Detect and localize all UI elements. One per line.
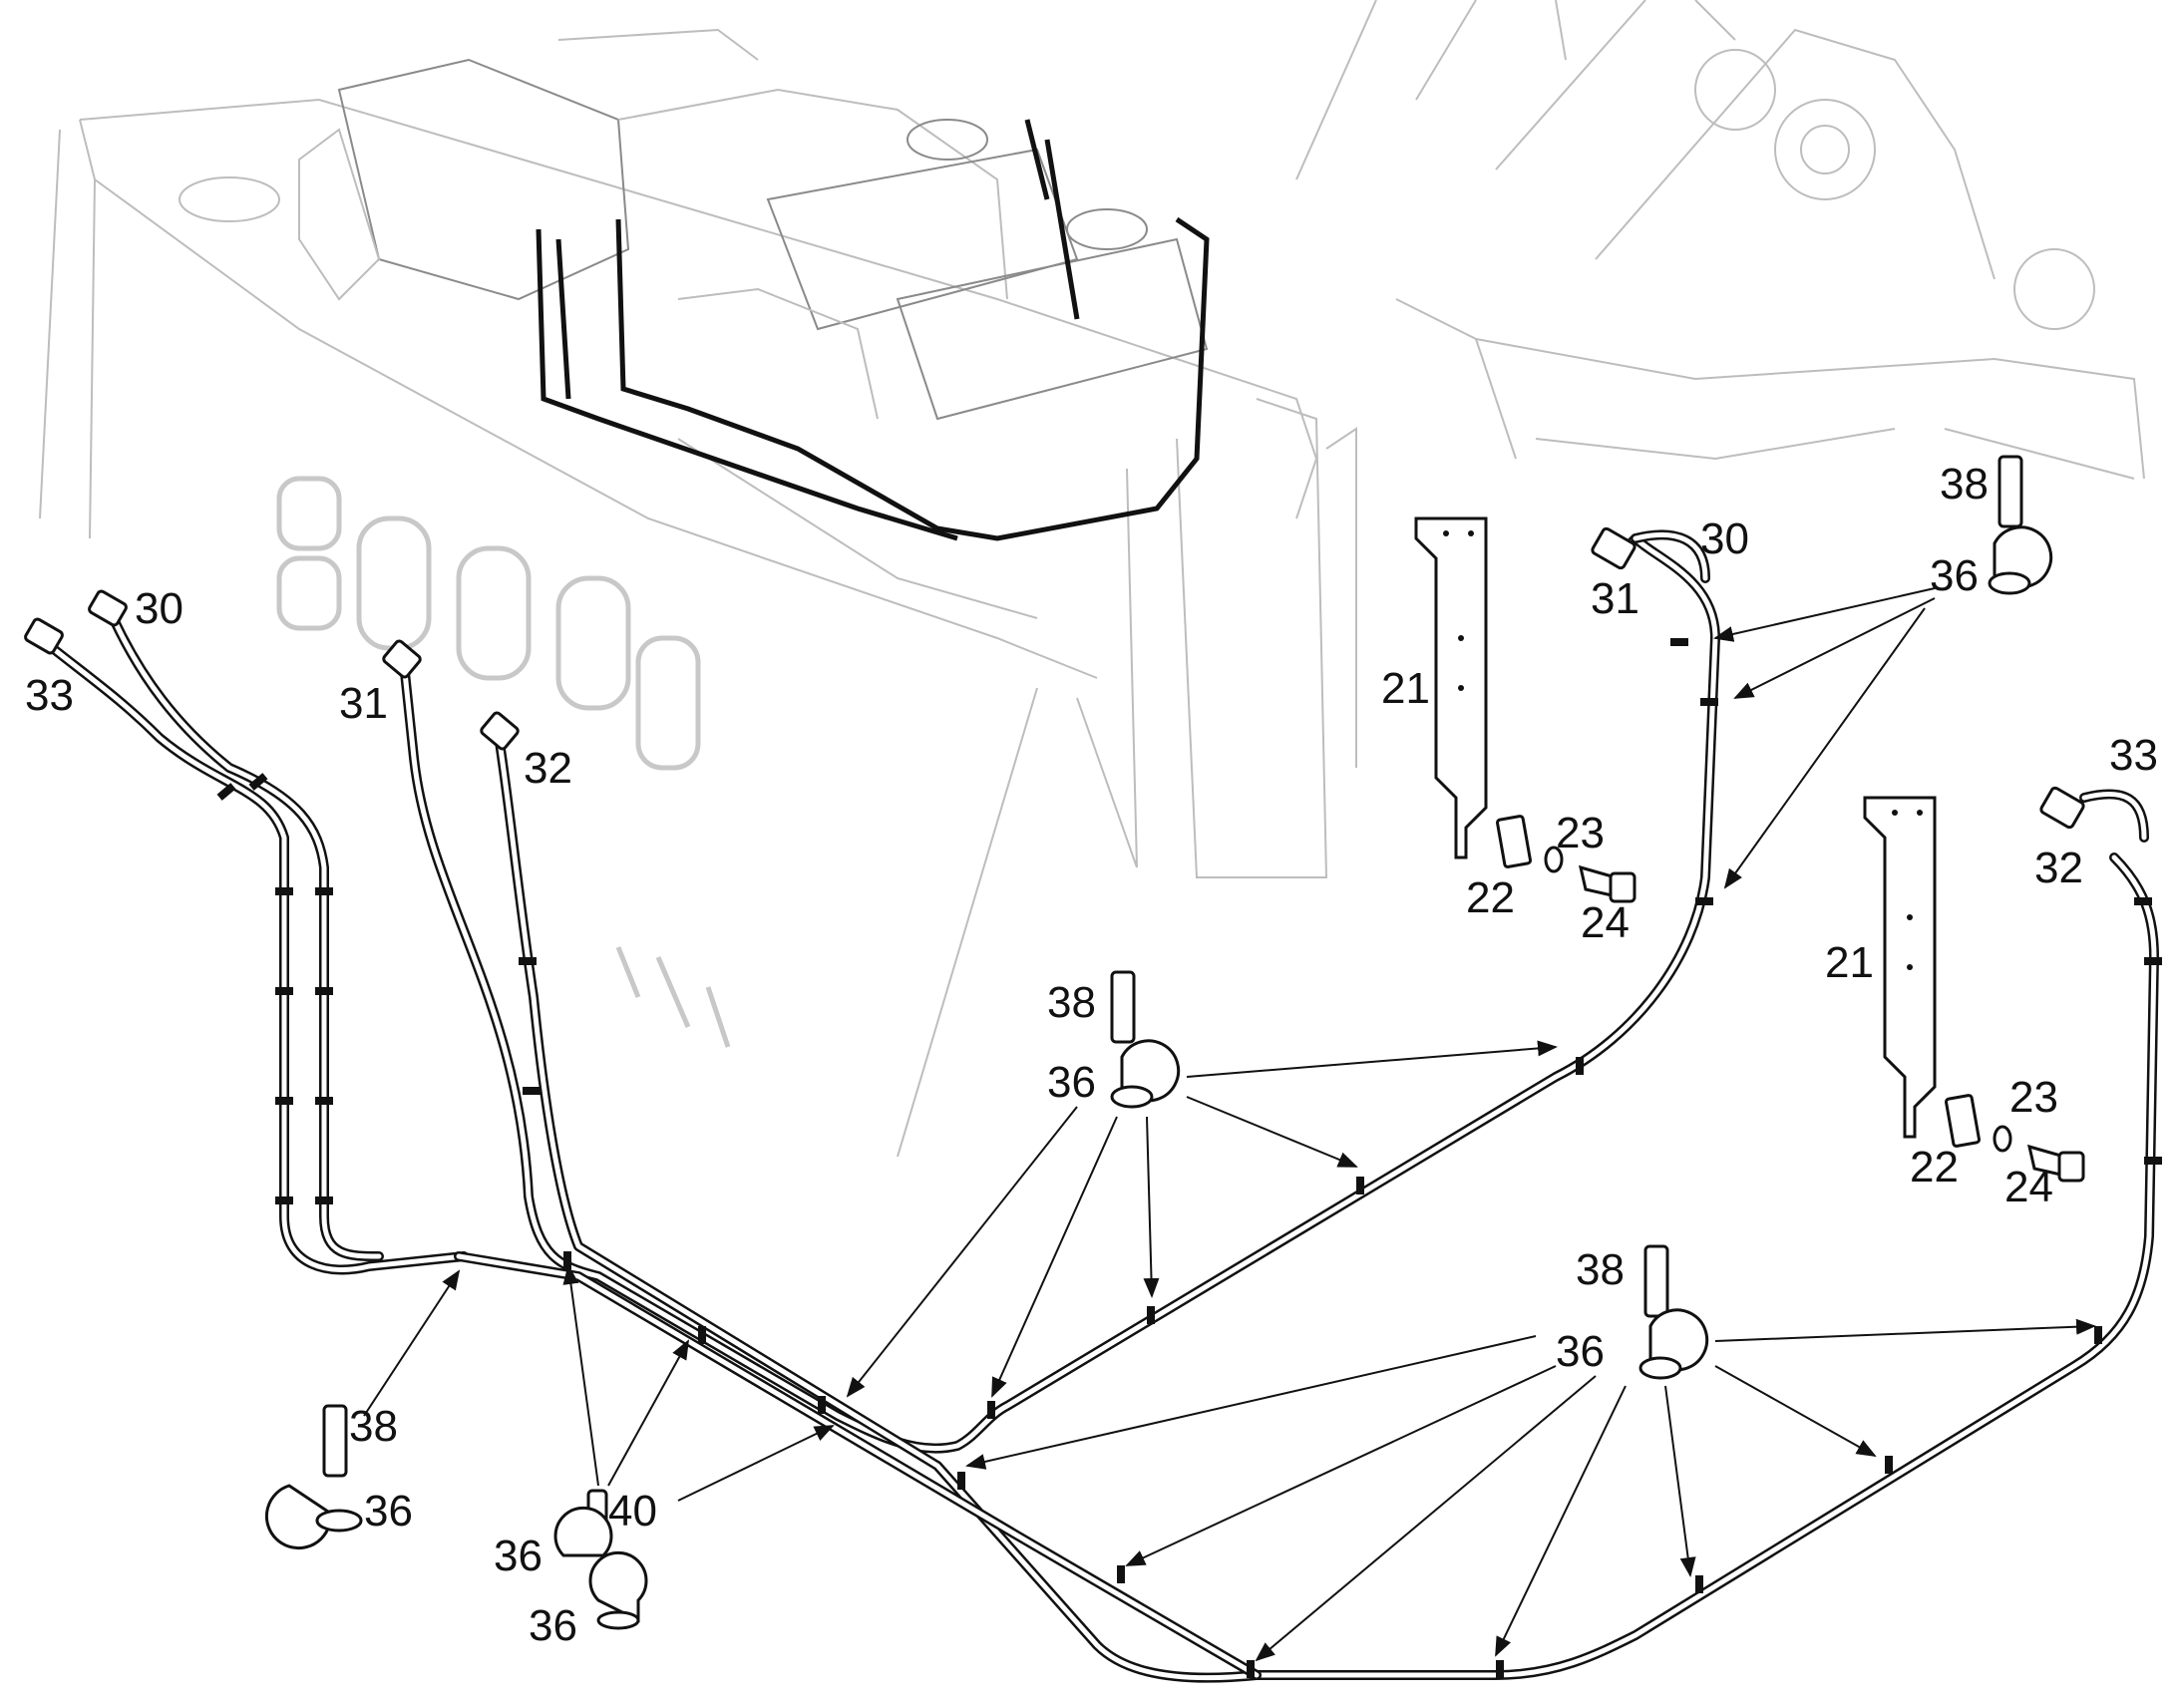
callout-31-right: 31 xyxy=(1591,574,1639,623)
callout-24-lower: 24 xyxy=(2004,1163,2053,1211)
callout-36-bottom-upper: 36 xyxy=(494,1532,543,1580)
callout-33-right: 33 xyxy=(2109,731,2158,780)
bracket-assembly-lower xyxy=(1863,796,2085,1183)
callout-31-center: 31 xyxy=(339,679,388,728)
machine-background xyxy=(39,0,2145,1158)
installed-harness xyxy=(536,119,1210,541)
callout-24-upper: 24 xyxy=(1581,898,1630,947)
callout-38-center: 38 xyxy=(1047,978,1096,1027)
callout-22-upper: 22 xyxy=(1466,873,1515,922)
callout-32-right: 32 xyxy=(2034,844,2083,892)
callout-labels: 30 33 31 32 21 22 23 24 30 31 38 36 33 3… xyxy=(25,460,2158,1650)
callout-23-lower: 23 xyxy=(2009,1073,2058,1122)
callout-36-upper-right: 36 xyxy=(1930,551,1979,600)
callout-36-bottom-lower: 36 xyxy=(529,1601,577,1650)
callout-22-lower: 22 xyxy=(1910,1143,1959,1192)
callout-38-lower-left: 38 xyxy=(349,1402,398,1451)
leader-arrows xyxy=(363,587,2096,1662)
callout-36-lower-left: 36 xyxy=(364,1487,413,1536)
callout-36-lower-right: 36 xyxy=(1556,1327,1605,1376)
callout-30-right: 30 xyxy=(1700,514,1749,563)
callout-21-lower: 21 xyxy=(1825,938,1874,987)
callout-38-lower-right: 38 xyxy=(1576,1245,1625,1294)
clamp-groups xyxy=(264,455,2053,1630)
hose-assembly-30-33 xyxy=(24,589,469,1275)
callout-38-upper-right: 38 xyxy=(1940,460,1989,509)
callout-21-upper: 21 xyxy=(1381,664,1430,713)
callout-32-center: 32 xyxy=(524,744,572,793)
bracket-assembly-upper xyxy=(1414,516,1636,903)
hose-assembly-31-32 xyxy=(382,526,2162,1683)
callout-40: 40 xyxy=(608,1487,657,1536)
callout-36-center: 36 xyxy=(1047,1058,1096,1107)
callout-23-upper: 23 xyxy=(1556,809,1605,857)
callout-33-left: 33 xyxy=(25,671,74,720)
callout-30-left: 30 xyxy=(135,584,183,633)
